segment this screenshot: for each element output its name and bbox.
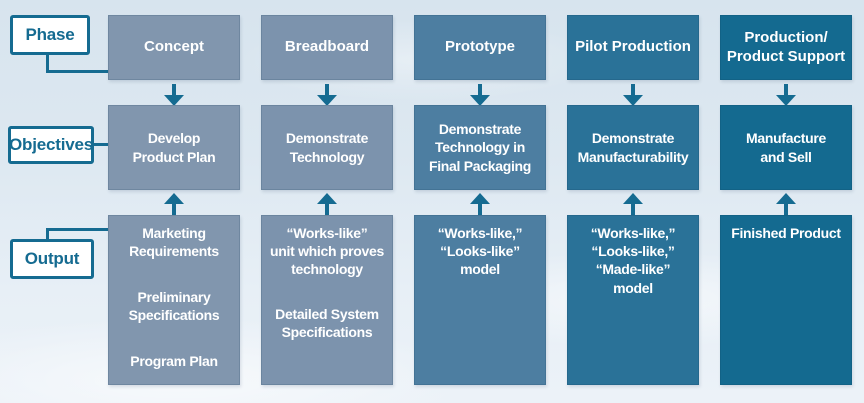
connector-line [46, 53, 49, 73]
output-item: “Works-like,” “Looks-like,” “Made-like” … [590, 225, 676, 296]
column-breadboard: Breadboard Demonstrate Technology “Works… [261, 0, 393, 403]
phase-label: Concept [144, 38, 204, 56]
phase-label: Prototype [444, 38, 515, 56]
row-label-objectives: Objectives [8, 126, 94, 164]
phase-box: Concept [108, 15, 240, 80]
connector-line [46, 228, 108, 231]
arrow-down-icon [317, 84, 337, 106]
phase-box: Pilot Production [567, 15, 699, 80]
arrow-down-icon [623, 84, 643, 106]
phase-label: Production/ Product Support [726, 28, 846, 65]
arrow-up-icon [317, 193, 337, 215]
objective-box: Demonstrate Technology [261, 105, 393, 190]
objective-label: Demonstrate Technology in Final Packagin… [428, 121, 532, 174]
output-item: “Works-like” unit which proves technolog… [270, 225, 384, 278]
row-label-phase-text: Phase [25, 25, 75, 44]
connector-line [46, 70, 108, 73]
objective-box: Demonstrate Manufacturability [567, 105, 699, 190]
row-label-output: Output [10, 239, 94, 279]
objective-label: Demonstrate Technology [285, 130, 369, 165]
objective-label: Demonstrate Manufacturability [577, 130, 689, 165]
row-label-output-text: Output [24, 249, 80, 268]
output-item: Marketing Requirements [129, 225, 219, 260]
arrow-up-icon [164, 193, 184, 215]
connector-line [46, 228, 49, 242]
arrow-down-icon [470, 84, 490, 106]
objective-box: Demonstrate Technology in Final Packagin… [414, 105, 546, 190]
objective-box: Develop Product Plan [108, 105, 240, 190]
output-box: “Works-like” unit which proves technolog… [261, 215, 393, 385]
phase-box: Breadboard [261, 15, 393, 80]
phase-label: Breadboard [284, 38, 370, 56]
column-prototype: Prototype Demonstrate Technology in Fina… [414, 0, 546, 403]
connector-line [92, 143, 108, 146]
phase-label: Pilot Production [575, 38, 691, 56]
row-label-phase: Phase [10, 15, 90, 55]
arrow-down-icon [776, 84, 796, 106]
arrow-up-icon [623, 193, 643, 215]
output-box: Finished Product [720, 215, 852, 385]
objective-label: Manufacture and Sell [746, 130, 826, 165]
objective-label: Develop Product Plan [132, 130, 216, 165]
row-label-objectives-text: Objectives [9, 135, 93, 154]
arrow-down-icon [164, 84, 184, 106]
objective-box: Manufacture and Sell [720, 105, 852, 190]
output-item: “Works-like,” “Looks-like” model [437, 225, 523, 278]
arrow-up-icon [776, 193, 796, 215]
output-box: Marketing Requirements Preliminary Speci… [108, 215, 240, 385]
output-box: “Works-like,” “Looks-like,” “Made-like” … [567, 215, 699, 385]
output-item: Program Plan [130, 352, 218, 369]
output-item: Finished Product [731, 225, 841, 241]
output-box: “Works-like,” “Looks-like” model [414, 215, 546, 385]
column-pilot-production: Pilot Production Demonstrate Manufactura… [567, 0, 699, 403]
phase-box: Prototype [414, 15, 546, 80]
arrow-up-icon [470, 193, 490, 215]
phase-box: Production/ Product Support [720, 15, 852, 80]
column-production-product-support: Production/ Product Support Manufacture … [720, 0, 852, 403]
output-item: Preliminary Specifications [128, 288, 220, 324]
column-concept: Concept Develop Product Plan Marketing R… [108, 0, 240, 403]
output-item: Detailed System Specifications [275, 305, 379, 340]
